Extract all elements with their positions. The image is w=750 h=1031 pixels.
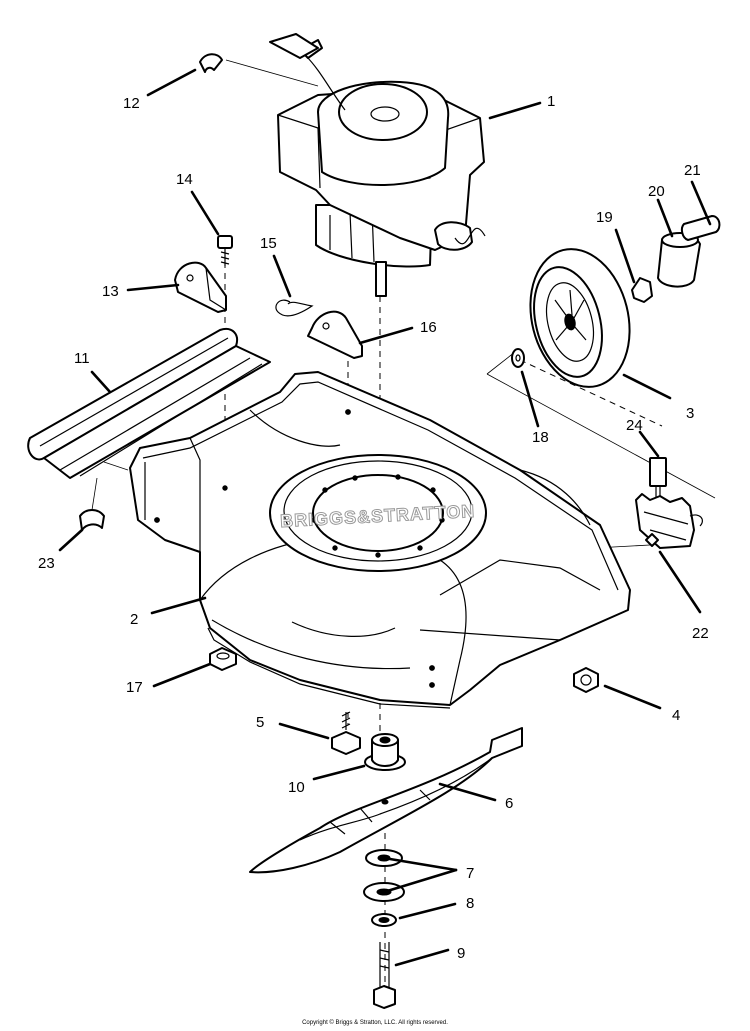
mounting-holes [154,409,445,688]
callout-20: 20 [648,183,665,200]
small-parts [79,53,599,1009]
callout-10: 10 [288,779,305,796]
callout-19: 19 [596,209,613,226]
engine [269,33,486,297]
callout-24: 24 [626,417,643,434]
copyright-notice: Copyright © Briggs & Stratton, LLC. All … [302,1020,448,1026]
callout-14: 14 [176,171,193,188]
callout-22: 22 [692,625,709,642]
callout-23: 23 [38,555,55,572]
callout-15: 15 [260,235,277,252]
mower-deck: BRIGGS&STRATTON [129,371,631,709]
callout-13: 13 [102,283,119,300]
callout-7: 7 [466,865,474,882]
callout-9: 9 [457,945,465,962]
callout-4: 4 [672,707,680,724]
callout-1: 1 [547,93,555,110]
callout-leaders [58,68,712,967]
callout-8: 8 [466,895,474,912]
callout-12: 12 [123,95,140,112]
height-adjuster [635,457,703,549]
blade [249,727,523,874]
callout-5: 5 [256,714,264,731]
callout-18: 18 [532,429,549,446]
callout-numbers: 1 2 3 4 5 6 7 8 9 10 11 12 13 14 15 16 1… [38,93,709,962]
rear-flap [27,328,271,479]
callout-11: 11 [74,350,90,367]
callout-17: 17 [126,679,143,696]
callout-21: 21 [684,162,701,179]
callout-6: 6 [505,795,513,812]
callout-2: 2 [130,611,138,628]
callout-3: 3 [686,405,694,422]
callout-16: 16 [420,319,437,336]
wheel-assembly [511,215,721,388]
